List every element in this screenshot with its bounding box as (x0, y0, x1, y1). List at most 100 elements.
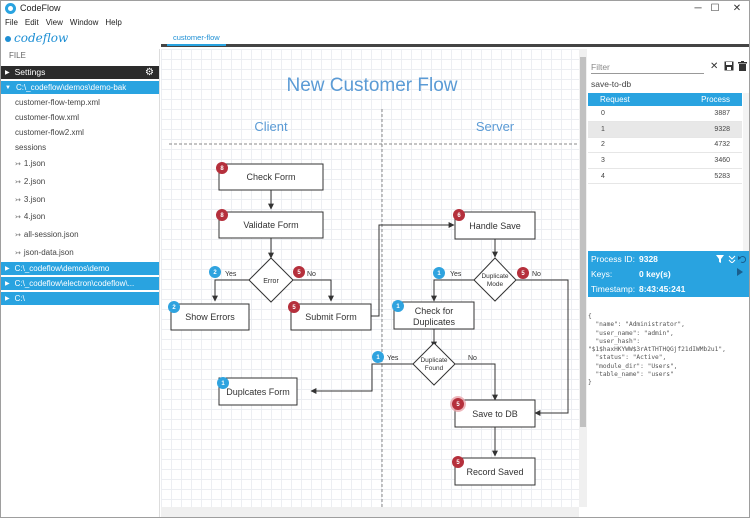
timestamp-value: 8:43:45:241 (639, 284, 686, 294)
filter-funnel-icon[interactable] (716, 255, 724, 265)
caret-right-icon: ▶ (5, 281, 10, 287)
node-check-form[interactable] (218, 163, 324, 191)
edge-label-no: No (307, 271, 316, 278)
menu-window[interactable]: Window (69, 18, 99, 27)
node-dup-found-label-2: Found (425, 365, 444, 372)
filter-input[interactable] (591, 60, 704, 74)
process-id-label: Process ID: (591, 254, 635, 264)
table-scrollbar[interactable] (743, 93, 749, 251)
edge-label-no: No (468, 355, 477, 362)
node-duplicates-form[interactable] (218, 377, 298, 406)
cell-process: 9328 (665, 121, 742, 138)
node-check-dup-label-1: Check for (415, 306, 454, 316)
node-duplicate-found-decision[interactable] (412, 342, 456, 386)
tab-strip: customer-flow (161, 30, 749, 47)
trash-icon[interactable] (738, 61, 747, 75)
node-handle-save[interactable] (454, 211, 536, 240)
menu-view[interactable]: View (45, 18, 63, 27)
node-check-duplicates[interactable] (393, 301, 475, 330)
session-link-icon: ↣ (15, 179, 21, 186)
minimize-button[interactable]: ─ (694, 3, 702, 14)
edge-error-no (293, 279, 334, 302)
badge-check-form (216, 162, 228, 174)
edge-label-yes: Yes (225, 271, 237, 278)
badge-mode-yes-count: 1 (437, 271, 441, 277)
node-handle-save-label: Handle Save (469, 221, 521, 231)
node-duplicate-mode-decision[interactable] (473, 257, 517, 302)
node-dup-mode-label-2: Mode (487, 281, 504, 288)
timestamp-label: Timestamp: (591, 284, 636, 294)
session-file-3[interactable]: ↣3.json (15, 194, 45, 206)
logo-dot-icon (5, 35, 11, 42)
folder-demo[interactable]: ▶C:\_codeflow\demos\demo (1, 262, 159, 275)
badge-show-errors (168, 301, 180, 313)
settings-header[interactable]: ▶Settings ⚙ (1, 66, 159, 79)
file-customer-flow2[interactable]: customer-flow2.xml (15, 128, 84, 137)
badge-error-yes (209, 266, 221, 278)
menu-edit[interactable]: Edit (24, 18, 39, 27)
undo-icon[interactable] (738, 255, 747, 265)
badge-save-db (452, 398, 464, 410)
session-file-2[interactable]: ↣2.json (15, 176, 45, 188)
node-validate-form-label: Validate Form (243, 220, 298, 230)
title-bar: CodeFlow ─ ☐ ✕ (1, 1, 749, 16)
badge-check-duplicates (392, 300, 404, 312)
menu-help[interactable]: Help (105, 18, 122, 27)
col-request-header[interactable]: Request (588, 93, 666, 106)
session-file-1[interactable]: ↣1.json (15, 158, 45, 170)
col-process-header[interactable]: Process (665, 93, 742, 106)
badge-check-form-count: 8 (220, 166, 224, 172)
folder-sessions[interactable]: sessions (15, 143, 47, 152)
canvas-horizontal-scrollbar[interactable] (161, 507, 579, 517)
save-icon[interactable] (724, 61, 734, 75)
file-customer-flow-temp[interactable]: customer-flow-temp.xml (15, 98, 100, 107)
folder-demo-bak[interactable]: ▼C:\_codeflow\demos\demo-bak (1, 81, 159, 94)
cell-process: 3887 (665, 106, 742, 123)
session-file-label: 3.json (23, 195, 46, 204)
node-submit-form[interactable] (290, 303, 372, 331)
caret-right-icon: ▶ (5, 296, 10, 302)
flow-canvas[interactable]: New Customer Flow Client Server (161, 49, 579, 507)
session-file-4[interactable]: ↣4.json (15, 211, 45, 223)
session-link-icon: ↣ (15, 197, 21, 204)
gear-icon[interactable]: ⚙ (145, 67, 154, 78)
session-file-label: 1.json (23, 159, 46, 168)
folder-c-root[interactable]: ▶C:\ (1, 292, 159, 305)
tab-customer-flow[interactable]: customer-flow (167, 32, 226, 46)
node-validate-form[interactable] (218, 211, 324, 239)
logo-text: codeflow (14, 31, 69, 45)
scroll-thumb[interactable] (580, 57, 586, 427)
session-file-json-data[interactable]: ↣json-data.json (15, 247, 74, 259)
node-show-errors-label: Show Errors (185, 312, 235, 322)
node-record-saved[interactable] (454, 457, 536, 486)
badge-show-errors-count: 2 (172, 305, 176, 311)
badge-mode-yes (433, 267, 445, 279)
session-file-label: all-session.json (23, 230, 79, 239)
keys-value: 0 key(s) (639, 269, 671, 279)
session-file-all[interactable]: ↣all-session.json (15, 229, 79, 241)
file-customer-flow[interactable]: customer-flow.xml (15, 113, 80, 122)
flow-diagram: New Customer Flow Client Server (168, 75, 577, 507)
node-show-errors[interactable] (170, 303, 250, 331)
clear-filter-icon[interactable]: ✕ (710, 61, 719, 72)
folder-electron-codeflow[interactable]: ▶C:\_codeflow\electron\codeflow\... (1, 277, 159, 290)
session-link-icon: ↣ (15, 161, 21, 168)
menu-file[interactable]: File (5, 18, 18, 27)
close-button[interactable]: ✕ (732, 3, 742, 14)
window-title: CodeFlow (20, 3, 61, 13)
caret-right-icon[interactable] (737, 268, 743, 278)
node-save-to-db[interactable] (454, 399, 536, 428)
session-link-icon: ↣ (15, 232, 21, 239)
badge-submit-form (288, 301, 300, 313)
maximize-button[interactable]: ☐ (710, 3, 720, 14)
keys-label: Keys: (591, 269, 613, 279)
canvas-vertical-scrollbar[interactable] (579, 49, 587, 507)
collapse-icon[interactable] (728, 255, 736, 265)
node-error-decision[interactable] (248, 257, 294, 303)
edge-mode-yes (431, 279, 474, 302)
